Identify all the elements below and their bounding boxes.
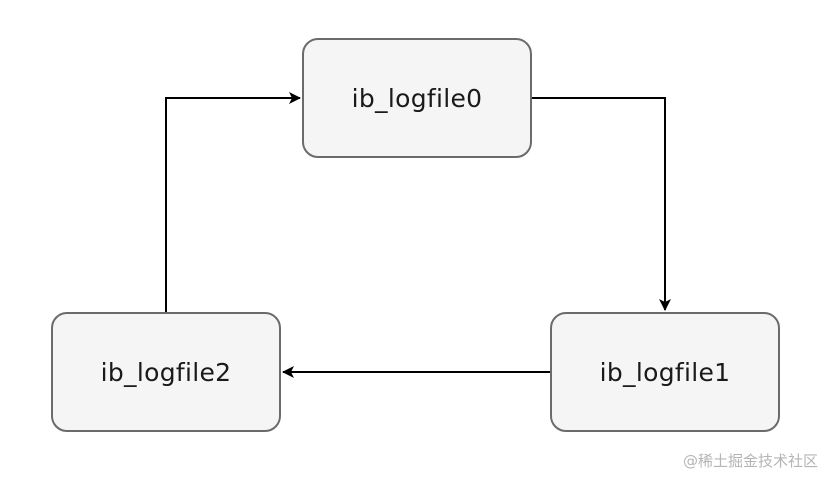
edge-logfile0-to-logfile1 — [532, 97, 671, 311]
node-label: ib_logfile2 — [100, 357, 232, 387]
node-ib-logfile2: ib_logfile2 — [51, 312, 281, 432]
node-ib-logfile0: ib_logfile0 — [302, 38, 532, 158]
node-ib-logfile1: ib_logfile1 — [550, 312, 780, 432]
edge-logfile2-to-logfile0 — [165, 92, 301, 312]
node-label: ib_logfile1 — [599, 357, 731, 387]
node-label: ib_logfile0 — [351, 83, 483, 113]
watermark-text: @稀土掘金技术社区 — [682, 452, 818, 470]
